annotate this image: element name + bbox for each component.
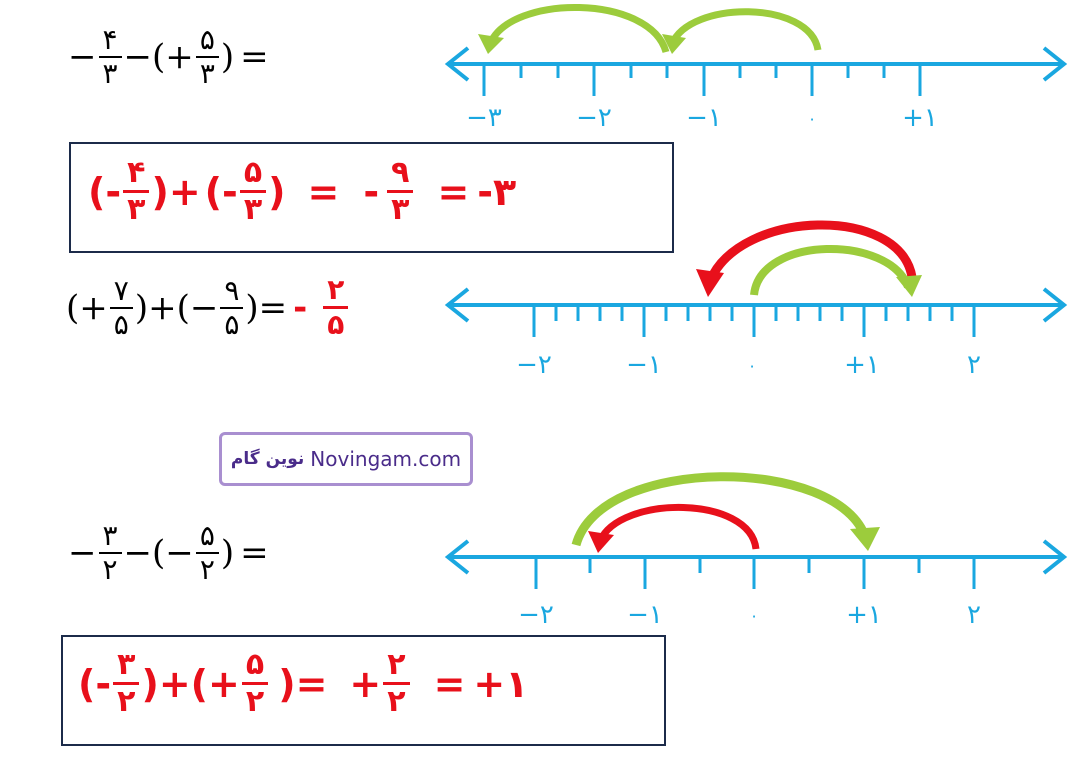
red-arrow-3 xyxy=(596,504,760,550)
nl2-label-1: −۱ xyxy=(626,350,662,380)
green-arrow-2-head xyxy=(896,275,922,297)
nl3-label-2: ۰ xyxy=(750,606,759,625)
number-line-3: −۲ −۱ ۰ +۱ ۲ xyxy=(444,472,1068,630)
nl3-label-1: −۱ xyxy=(627,600,663,630)
green-arrow-1b-head xyxy=(478,34,504,54)
red-arrow-2 xyxy=(705,220,917,283)
nl1-label-3: ۰ xyxy=(808,109,817,128)
a1-fraction-3: ۹ ۳ xyxy=(387,158,414,225)
nl2-label-4: ۲ xyxy=(967,350,981,380)
a1-fraction-2: ۵ ۳ xyxy=(239,158,267,225)
watermark-en: Novingam.com xyxy=(310,447,462,471)
green-arrow-1a-head xyxy=(662,34,686,54)
number-line-1: −۳ −۲ −۱ ۰ +۱ xyxy=(444,4,1068,133)
a3-result: +۱ xyxy=(473,661,529,706)
q1-fraction-2: ۵ ۳ xyxy=(195,26,219,88)
a3-fraction-3: ۲ ۲ xyxy=(383,650,410,717)
q2-answer-fraction: ۲ ۵ xyxy=(323,276,349,339)
green-arrow-1a xyxy=(668,8,822,51)
q1-fraction-1: ۴ ۳ xyxy=(98,26,122,88)
q1-sign: − xyxy=(68,37,97,77)
nl1-label-4: +۱ xyxy=(902,103,938,133)
q1-equals: = xyxy=(240,37,269,77)
nl3-label-3: +۱ xyxy=(846,600,882,630)
q3-fraction-2: ۵ ۲ xyxy=(195,522,219,584)
answer-3: (- ۳ ۲ )+ (+ ۵ ۲ ) = + ۲ ۲ = +۱ xyxy=(78,647,529,719)
nl1-label-1: −۲ xyxy=(576,103,612,133)
nl1-label-2: −۱ xyxy=(686,103,722,133)
red-arrow-2-head xyxy=(696,269,724,297)
q1-close-paren: ) xyxy=(220,37,235,77)
q2-answer: - ۲ ۵ xyxy=(287,276,350,339)
answer-box-1 xyxy=(69,142,674,253)
answer-1: (- ۴ ۳ )+ (- ۵ ۳ ) = - ۹ ۳ = -۳ xyxy=(88,155,517,227)
q1-operator: − xyxy=(123,37,153,77)
q3-fraction-1: ۳ ۲ xyxy=(98,522,122,584)
green-arrow-3 xyxy=(571,472,871,547)
green-arrow-2 xyxy=(750,245,912,296)
a3-fraction-1: ۳ ۲ xyxy=(113,650,140,717)
answer-box-3 xyxy=(61,635,666,746)
a1-fraction-1: ۴ ۳ xyxy=(123,158,150,225)
q1-open-paren: (+ xyxy=(152,37,194,77)
nl2-label-0: −۲ xyxy=(516,350,552,380)
question-1: − ۴ ۳ − (+ ۵ ۳ ) = xyxy=(68,26,269,88)
green-arrow-1b xyxy=(486,4,670,54)
question-2: (+ ۷ ۵ ) + (− ۹ ۵ ) = - ۲ ۵ xyxy=(66,276,350,339)
watermark-fa: نوین گام xyxy=(230,449,305,469)
nl1-label-0: −۳ xyxy=(466,103,502,133)
q2-fraction-2: ۹ ۵ xyxy=(220,276,244,339)
red-arrow-3-head xyxy=(588,531,614,553)
nl2-label-2: ۰ xyxy=(748,356,757,375)
question-3: − ۳ ۲ − (− ۵ ۲ ) = xyxy=(68,519,269,586)
watermark: نوین گام Novingam.com xyxy=(219,432,473,486)
nl3-label-4: ۲ xyxy=(967,600,981,630)
nl2-label-3: +۱ xyxy=(844,350,880,380)
number-line-2: −۲ −۱ ۰ +۱ ۲ xyxy=(444,220,1068,380)
green-arrow-3-head xyxy=(850,527,880,551)
a1-result: -۳ xyxy=(477,169,517,214)
q2-fraction-1: ۷ ۵ xyxy=(109,276,133,339)
nl3-label-0: −۲ xyxy=(518,600,554,630)
a3-fraction-2: ۵ ۲ xyxy=(241,650,269,717)
